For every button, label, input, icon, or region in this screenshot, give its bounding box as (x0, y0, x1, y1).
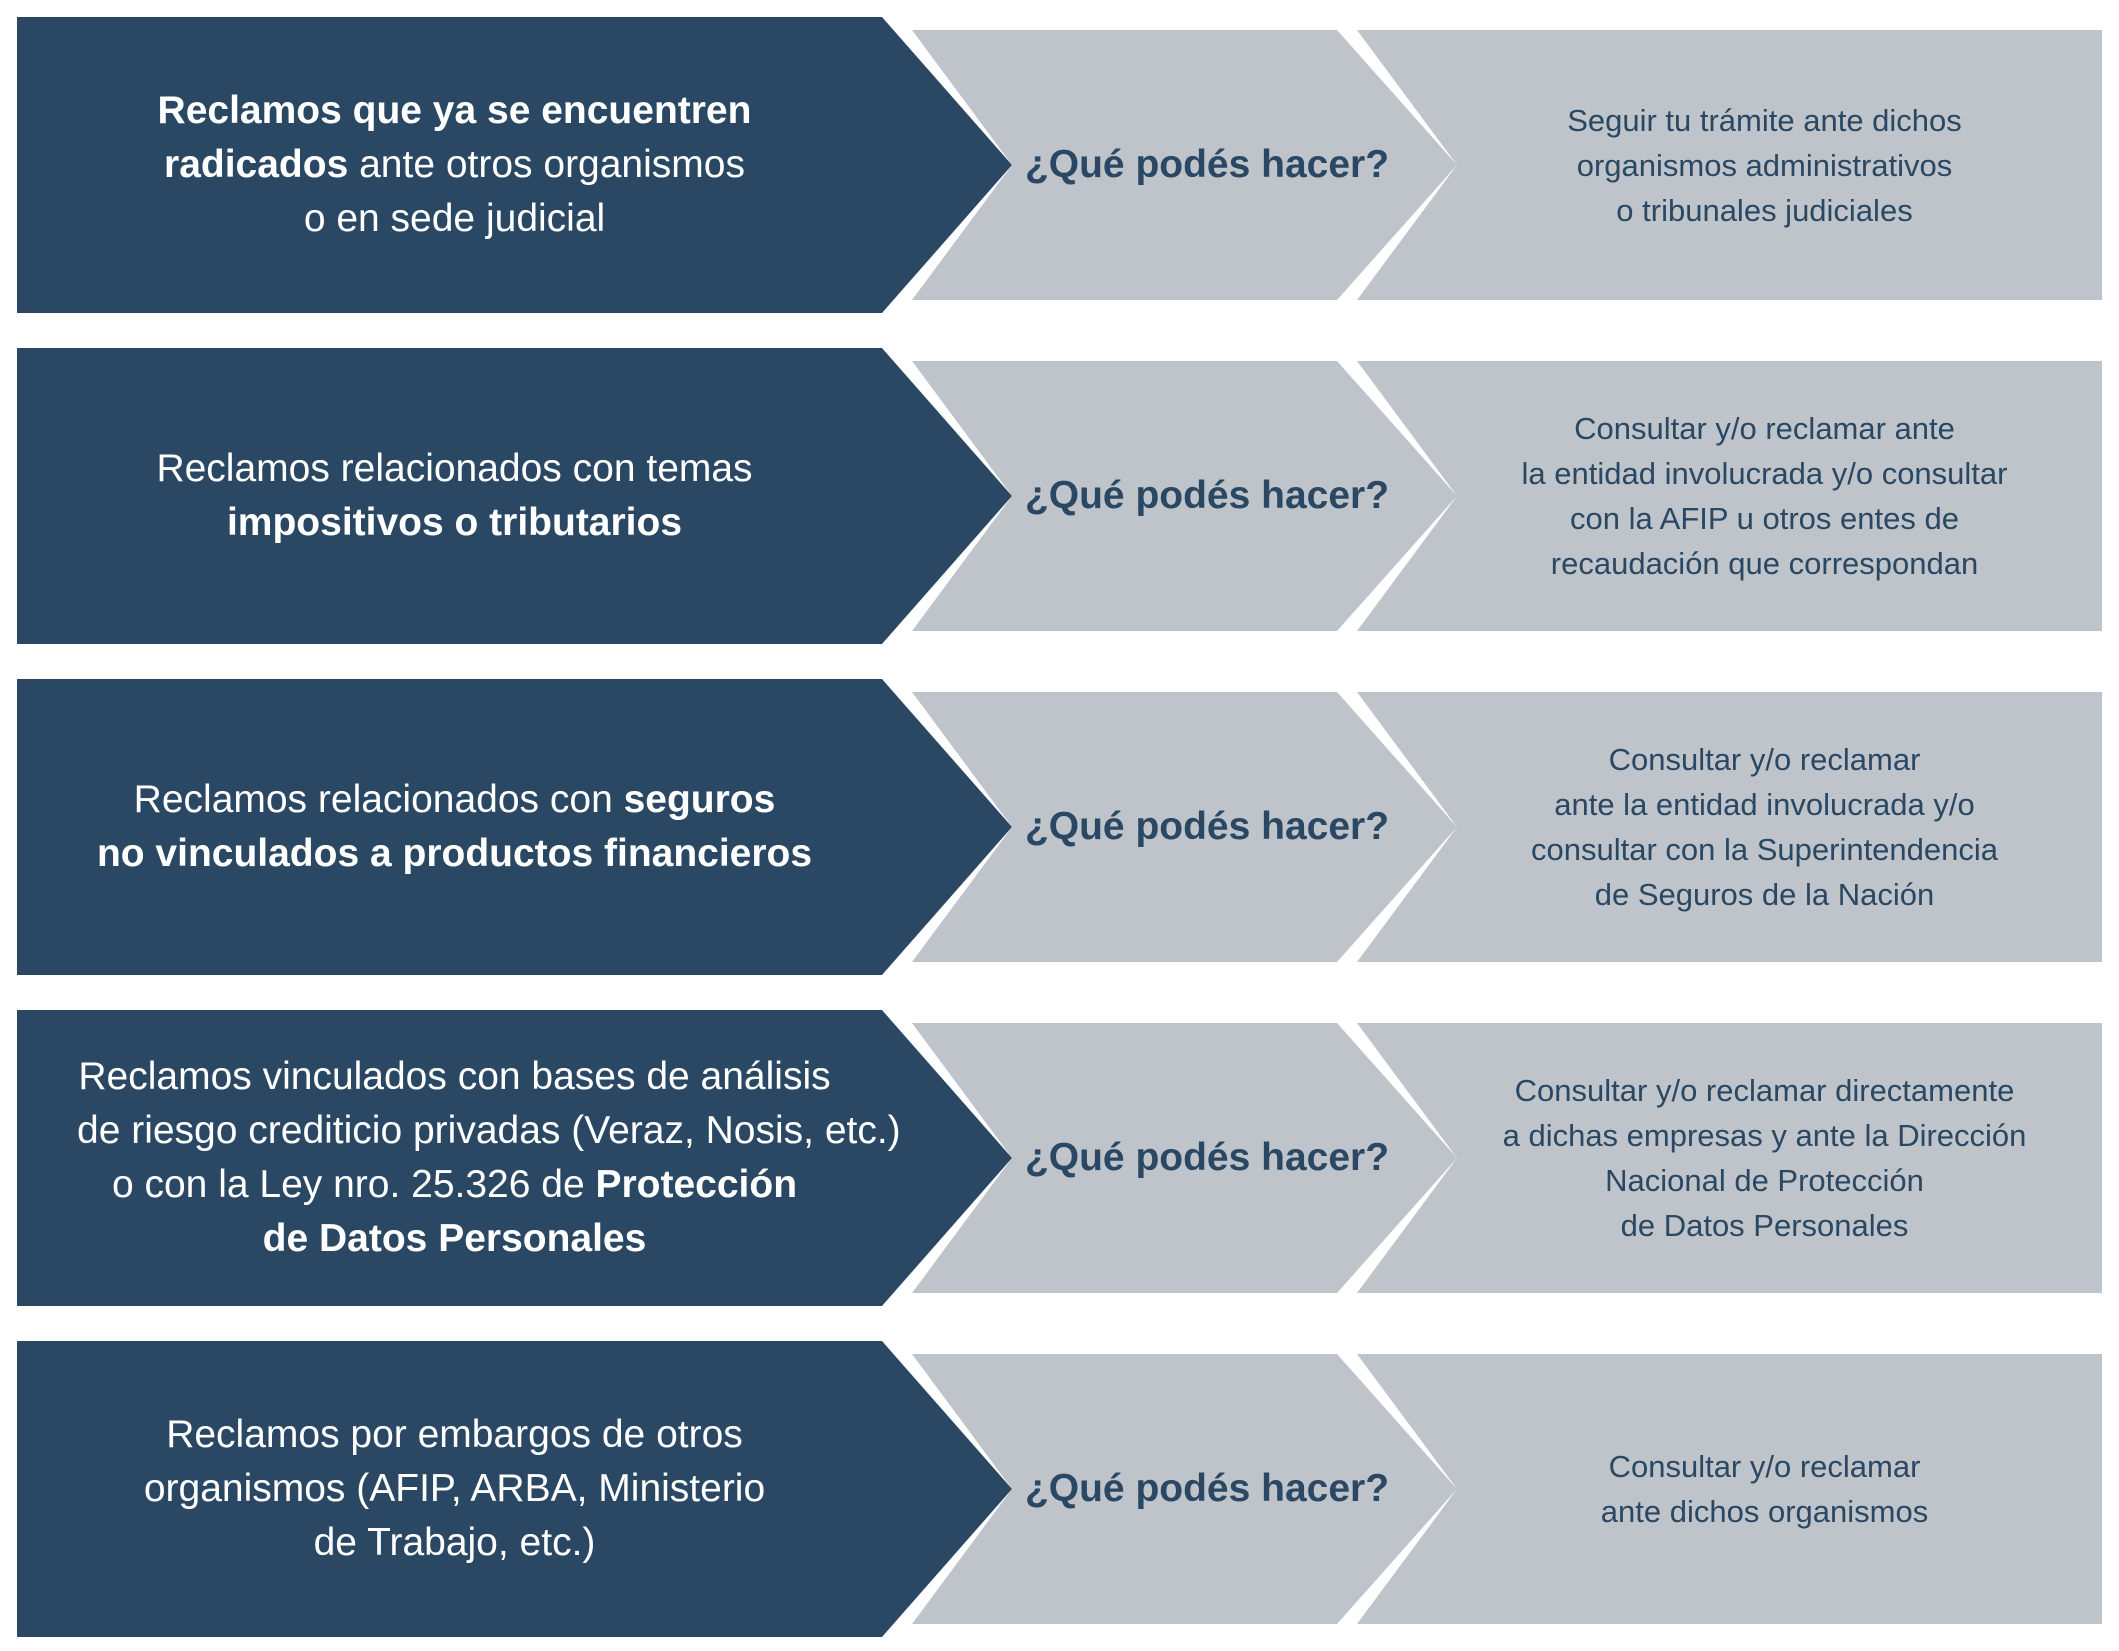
claim-category-line: no vinculados a productos financieros (77, 827, 832, 881)
answer-text: Seguir tu trámite ante dichos organismos … (1380, 98, 2080, 233)
claim-category-text: Reclamos por embargos de otros organismos… (77, 1408, 952, 1570)
bold-text: Reclamos que ya se encuentren (157, 89, 752, 132)
regular-text: de Trabajo, etc.) (313, 1521, 596, 1564)
bold-text: no vinculados a productos financieros (96, 832, 813, 875)
claim-category-text: Reclamos relacionados con seguros no vinc… (77, 773, 952, 881)
question-text: ¿Qué podés hacer? (1024, 805, 1390, 848)
claim-category-line: Reclamos relacionados con temas (77, 442, 832, 496)
answer-text: Consultar y/o reclamar directamente a dic… (1380, 1068, 2080, 1248)
claim-category-text: Reclamos relacionados con temas impositiv… (77, 442, 952, 550)
flow-row: Reclamos por embargos de otros organismos… (0, 1341, 2119, 1637)
claim-category-line: o en sede judicial (77, 192, 832, 246)
answer-line: ante dichos organismos (1600, 1494, 1929, 1529)
claim-category-line: Reclamos que ya se encuentren (77, 84, 832, 138)
claim-category-arrow: Reclamos relacionados con seguros no vinc… (17, 679, 1012, 975)
answer-line: Consultar y/o reclamar directamente (1514, 1073, 2015, 1108)
regular-text: Reclamos relacionados con temas (156, 447, 753, 490)
bold-text: de Datos Personales (262, 1217, 647, 1260)
regular-text: Reclamos relacionados con (133, 778, 624, 821)
question-text: ¿Qué podés hacer? (1024, 143, 1390, 186)
answer-line: Consultar y/o reclamar ante (1574, 411, 1955, 446)
bold-text: impositivos o tributarios (226, 501, 683, 544)
answer-panel: Consultar y/o reclamar ante dichos organi… (1357, 1354, 2102, 1624)
answer-line: Nacional de Protección (1605, 1163, 1924, 1198)
answer-line: Consultar y/o reclamar (1608, 1449, 1921, 1484)
answer-panel: Seguir tu trámite ante dichos organismos … (1357, 30, 2102, 300)
answer-line: a dichas empresas y ante la Dirección (1502, 1118, 2027, 1153)
claim-category-arrow: Reclamos que ya se encuentren radicados a… (17, 17, 1012, 313)
claim-category-line: de Datos Personales (77, 1212, 832, 1266)
answer-text: Consultar y/o reclamar ante la entidad in… (1380, 406, 2080, 586)
answer-panel: Consultar y/o reclamar ante la entidad in… (1357, 692, 2102, 962)
claim-category-line: radicados ante otros organismos (77, 138, 832, 192)
answer-line: la entidad involucrada y/o consultar (1521, 456, 2008, 491)
bold-text: seguros (623, 778, 776, 821)
flow-row: Reclamos relacionados con seguros no vinc… (0, 679, 2119, 975)
regular-text: o en sede judicial (303, 197, 606, 240)
question-text: ¿Qué podés hacer? (1024, 1467, 1390, 1510)
flow-row: Reclamos relacionados con temas impositiv… (0, 348, 2119, 644)
claim-category-line: Reclamos relacionados con seguros (77, 773, 832, 827)
regular-text: Reclamos por embargos de otros (166, 1413, 743, 1456)
question-text: ¿Qué podés hacer? (1024, 1136, 1390, 1179)
answer-line: con la AFIP u otros entes de (1570, 501, 1959, 536)
claim-category-arrow: Reclamos vinculados con bases de análisi… (17, 1010, 1012, 1306)
answer-line: de Datos Personales (1620, 1208, 1909, 1243)
regular-text: Reclamos vinculados con bases de análisi… (78, 1055, 831, 1098)
answer-line: o tribunales judiciales (1616, 192, 1913, 228)
answer-line: ante la entidad involucrada y/o (1554, 787, 1975, 822)
answer-line: de Seguros de la Nación (1594, 877, 1935, 912)
claim-category-line: Reclamos vinculados con bases de análisi… (77, 1050, 832, 1104)
claim-category-line: o con la Ley nro. 25.326 de Protección (77, 1158, 832, 1212)
claim-category-arrow: Reclamos relacionados con temas impositiv… (17, 348, 1012, 644)
answer-panel: Consultar y/o reclamar ante la entidad in… (1357, 361, 2102, 631)
flow-row: Reclamos que ya se encuentren radicados a… (0, 17, 2119, 313)
answer-line: consultar con la Superintendencia (1530, 832, 1999, 867)
regular-text: ante otros organismos (348, 143, 745, 186)
regular-text: o con la Ley nro. 25.326 de (111, 1163, 596, 1206)
regular-text: de riesgo crediticio privadas (Veraz, No… (77, 1109, 901, 1152)
claim-category-line: de Trabajo, etc.) (77, 1516, 832, 1570)
claim-category-line: impositivos o tributarios (77, 496, 832, 550)
question-chevron: ¿Qué podés hacer? (912, 1023, 1457, 1293)
claim-category-line: organismos (AFIP, ARBA, Ministerio (77, 1462, 832, 1516)
bold-text: Protección (595, 1163, 798, 1206)
claim-category-line: de riesgo crediticio privadas (Veraz, No… (77, 1104, 901, 1158)
claim-category-line: Reclamos por embargos de otros (77, 1408, 832, 1462)
claim-category-arrow: Reclamos por embargos de otros organismos… (17, 1341, 1012, 1637)
answer-line: Consultar y/o reclamar (1608, 742, 1921, 777)
answer-line: recaudación que correspondan (1550, 546, 1979, 581)
answer-text: Consultar y/o reclamar ante la entidad in… (1380, 737, 2080, 917)
answer-line: Seguir tu trámite ante dichos (1567, 102, 1962, 138)
answer-line: organismos administrativos (1576, 147, 1953, 183)
flow-row: Reclamos vinculados con bases de análisi… (0, 1010, 2119, 1306)
answer-panel: Consultar y/o reclamar directamente a dic… (1357, 1023, 2102, 1293)
bold-text: radicados (164, 143, 349, 186)
question-text: ¿Qué podés hacer? (1024, 474, 1390, 517)
claim-category-text: Reclamos que ya se encuentren radicados a… (77, 84, 952, 246)
regular-text: organismos (AFIP, ARBA, Ministerio (143, 1467, 766, 1510)
claim-category-text: Reclamos vinculados con bases de análisi… (77, 1050, 952, 1266)
answer-text: Consultar y/o reclamar ante dichos organi… (1380, 1444, 2080, 1534)
